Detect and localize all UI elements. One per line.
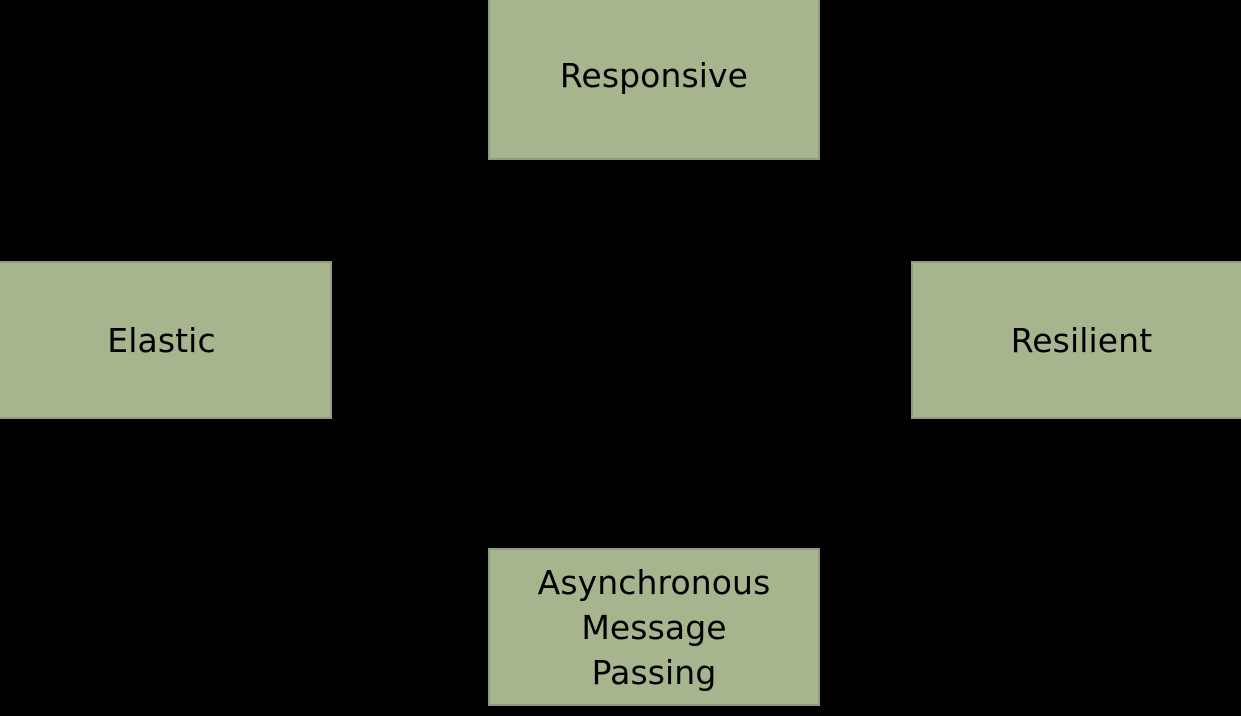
connector-resilient-to-responsive <box>818 78 1078 262</box>
node-resilient-label: Resilient <box>1010 320 1153 360</box>
connector-async-to-elastic <box>164 417 489 628</box>
connector-elastic-to-responsive <box>165 79 490 262</box>
connector-async-to-resilient <box>819 417 1079 628</box>
node-asynchronous-message-passing-label: Asynchronous Message Passing <box>537 562 771 692</box>
node-responsive[interactable]: Responsive <box>488 0 820 160</box>
node-elastic[interactable]: Elastic <box>0 261 332 419</box>
node-resilient[interactable]: Resilient <box>911 261 1241 419</box>
node-responsive-label: Responsive <box>559 56 749 95</box>
node-elastic-label: Elastic <box>107 320 216 360</box>
node-asynchronous-message-passing[interactable]: Asynchronous Message Passing <box>488 548 820 706</box>
